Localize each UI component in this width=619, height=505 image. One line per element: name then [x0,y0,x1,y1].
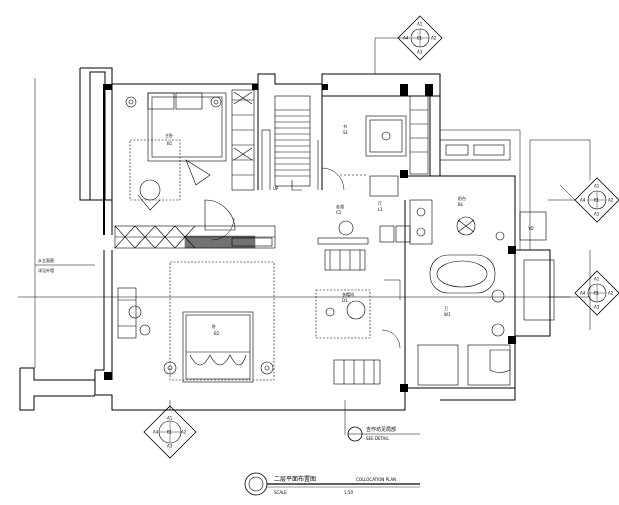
left-note-line-1: 从立面图 [38,257,54,263]
bath-code: W1 [444,312,451,317]
left-note-line-2: 详见外墙 [38,267,54,273]
title-block: 二层平面布置图 COLLOCATION PLAN SCALE 1:50 [244,472,420,496]
scale-label: SCALE [274,490,287,495]
left-leader-note: 从立面图 详见外墙 [35,257,95,273]
study-code: S1 [343,130,349,135]
master-bedroom-name: 主卧 [165,132,173,138]
yd-label: YD [527,226,534,231]
bedroom-furniture [117,261,275,383]
bedroom-label: 卧 B2 [212,323,220,336]
door-swings [211,167,401,349]
marker-quadrant-code: A2 [431,36,437,41]
bath-name: 卫 [444,306,448,311]
detail-callout-label-cn: 吉作坊见局部 [366,426,396,433]
marker-quadrant-code: A4 [580,291,586,296]
wall-fills [104,84,516,392]
marker-quadrant-code: A3 [594,305,600,310]
dressing-name: 衣帽间 [342,291,354,297]
master-bedroom-code: B1 [167,141,173,146]
marker-quadrant-code: A4 [153,430,159,435]
marker-center-code: E1 [417,36,423,41]
marker-quadrant-code: A2 [181,430,187,435]
marker-quadrant-code: A1 [594,277,600,282]
study-label: 书 S1 [343,123,349,135]
study-name: 书 [343,123,347,129]
corridor-code: C1 [336,210,342,215]
bathroom-labels: 卫 W1 阳台 BL YD [444,195,534,317]
marker-quadrant-code: A3 [167,444,173,449]
marker-center-code: E1 [594,198,600,203]
lobby-name: 厅 [378,201,382,206]
marker-quadrant-code: A4 [580,198,586,203]
balcony-code: BL [458,202,464,207]
master-bedroom-furniture [125,89,255,231]
bedroom-code: B2 [214,331,220,336]
detail-callout: 吉作坊见局部 SEE DETAIL [347,426,420,442]
master-bedroom-label: 主卧 B1 [165,132,173,146]
marker-quadrant-code: A1 [417,22,423,27]
bedroom-name: 卧 [212,323,216,329]
marker-quadrant-code: A4 [403,36,409,41]
corridor-furniture [315,199,433,385]
marker-quadrant-code: A3 [417,50,423,55]
marker-quadrant-code: A2 [608,291,614,296]
marker-center-code: E1 [594,291,600,296]
balcony-name: 阳台 [458,195,466,201]
marker-quadrant-code: A1 [594,184,600,189]
study-furniture [340,95,429,197]
balcony-railing [440,129,591,330]
dressing-code: D1 [342,298,348,303]
marker-center-code: E1 [167,430,173,435]
marker-quadrant-code: A3 [594,212,600,217]
stair-up-label: UP [273,186,279,191]
scale-value: 1:50 [344,490,353,495]
bathroom-fixtures [417,139,555,386]
marker-quadrant-code: A2 [608,198,614,203]
plan-title-cn: 二层平面布置图 [274,475,316,483]
corridor-name: 走道 [336,203,344,209]
wardrobe-band [114,225,276,249]
plan-title-en: COLLOCATION PLAN [356,477,396,482]
detail-callout-label-en: SEE DETAIL [366,436,390,441]
lobby-code: L1 [378,207,383,212]
wall-outline [19,67,551,411]
marker-quadrant-code: A1 [167,416,173,421]
staircase [261,95,319,191]
corridor-labels: 走道 C1 厅 L1 衣帽间 D1 [336,201,383,303]
axis-lines [18,37,590,435]
